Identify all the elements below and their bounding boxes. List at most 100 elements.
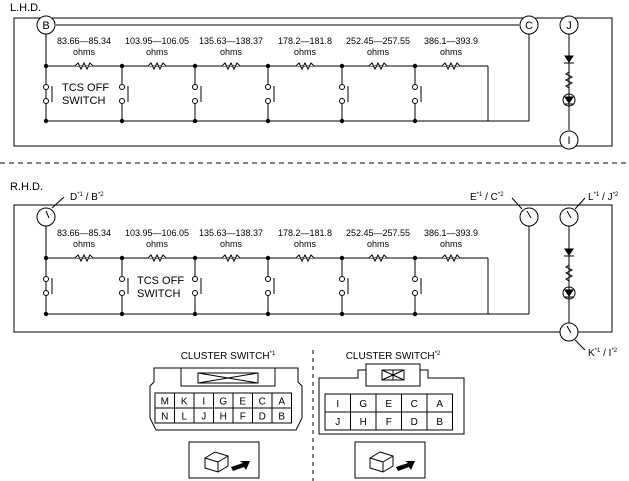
lhd-resistor-4 <box>293 61 317 71</box>
cluster-switch-1-pin-L: L <box>174 407 195 424</box>
rhd-tcs-label-1: TCS OFF <box>137 275 184 287</box>
svg-text:N: N <box>161 412 168 423</box>
svg-text:L: L <box>181 412 187 423</box>
rhd-resistor-value-2: 103.95—106.05 <box>125 228 189 238</box>
lhd-switch-6 <box>412 66 422 121</box>
lhd-title: L.H.D. <box>10 2 41 14</box>
lhd-terminal-i: I <box>559 130 579 150</box>
rhd-label-mid: E*1 / C*2 <box>470 192 504 203</box>
rhd-label-right-bottom: K*1 / I*2 <box>588 348 618 359</box>
cluster-switch-2-pin-F: F <box>375 411 402 431</box>
rhd-resistor-unit-6: ohms <box>440 239 463 249</box>
cluster-switch-2-pin-I: I <box>324 393 351 413</box>
svg-text:C: C <box>259 397 266 408</box>
lhd-resistor-unit-2: ohms <box>146 47 169 57</box>
lhd-indicator-circuit <box>562 55 576 107</box>
cluster-switch-1-title: CLUSTER SWITCH*1 <box>181 351 276 362</box>
svg-text:J: J <box>201 412 206 423</box>
rhd-resistor-unit-5: ohms <box>367 239 390 249</box>
lhd-switch-3 <box>192 66 202 121</box>
rhd-resistor-value-1: 83.66—85.34 <box>57 228 111 238</box>
rhd-terminal-mid <box>511 197 539 227</box>
rhd-resistor-value-4: 178.2—181.8 <box>278 228 332 238</box>
rhd-frame <box>13 204 613 333</box>
rhd-resistor-2 <box>145 253 169 263</box>
cluster-switch-1-pin-F: F <box>232 407 253 424</box>
lhd-terminal-j: J <box>559 15 579 35</box>
svg-text:H: H <box>220 412 227 423</box>
cluster-switch-1-pin-N: N <box>154 407 175 424</box>
lhd-switch-2 <box>119 66 129 121</box>
cluster-switch-1-pin-D: D <box>252 407 273 424</box>
svg-text:C: C <box>525 20 533 32</box>
rhd-switch-5 <box>339 258 349 314</box>
rhd-resistor-unit-2: ohms <box>146 239 169 249</box>
rhd-switch-1 <box>43 258 53 314</box>
lhd-resistor-unit-4: ohms <box>294 47 317 57</box>
cluster-switch-1-pin-C: C <box>252 392 273 409</box>
lhd-resistor-3 <box>219 61 243 71</box>
cluster-switch-1-pin-I: I <box>193 392 214 409</box>
lhd-resistor-value-2: 103.95—106.05 <box>125 36 189 46</box>
svg-text:F: F <box>386 417 392 428</box>
svg-text:B: B <box>42 20 49 32</box>
lhd-switch-1 <box>43 66 53 121</box>
rhd-resistor-value-3: 135.63—138.37 <box>199 228 263 238</box>
cluster-switch-2-pin-E: E <box>375 393 402 413</box>
lhd-resistor-5 <box>366 61 390 71</box>
rhd-resistor-network: 83.66—85.34ohms103.95—106.05ohms135.63—1… <box>43 228 478 317</box>
connector-view-icon-1 <box>188 441 260 479</box>
lhd-terminal-b: B <box>36 15 56 35</box>
svg-text:A: A <box>278 397 285 408</box>
svg-text:I: I <box>567 135 570 147</box>
svg-text:D: D <box>259 412 266 423</box>
rhd-terminal-right-top <box>559 197 586 227</box>
lhd-resistor-value-6: 386.1—393.9 <box>424 36 478 46</box>
cluster-switch-2-title: CLUSTER SWITCH*2 <box>346 351 441 362</box>
rhd-terminal-left <box>36 196 65 227</box>
rhd-switch-4 <box>265 258 275 314</box>
cluster-switch-2-pin-G: G <box>350 393 377 413</box>
rhd-resistor-value-5: 252.45—257.55 <box>346 228 410 238</box>
rhd-terminal-right-bottom <box>559 322 586 351</box>
lhd-switch-5 <box>339 66 349 121</box>
lhd-resistor-1 <box>72 61 96 71</box>
rhd-resistor-value-6: 386.1—393.9 <box>424 228 478 238</box>
lhd-resistor-value-3: 135.63—138.37 <box>199 36 263 46</box>
svg-text:A: A <box>436 399 443 410</box>
cluster-switch-2-pin-C: C <box>401 393 428 413</box>
rhd-resistor-6 <box>439 253 463 263</box>
svg-text:J: J <box>566 20 572 32</box>
svg-text:E: E <box>239 397 246 408</box>
lhd-tcs-label-2: SWITCH <box>62 95 105 107</box>
lhd-tcs-label-1: TCS OFF <box>62 82 109 94</box>
lhd-resistor-unit-1: ohms <box>73 47 96 57</box>
cluster-switch-1-pin-G: G <box>213 392 234 409</box>
rhd-label-left: D*1 / B*2 <box>70 192 104 203</box>
cluster-switch-1-pin-B: B <box>271 407 292 424</box>
connector-view-icon-2 <box>354 441 426 479</box>
rhd-resistor-unit-3: ohms <box>220 239 243 249</box>
rhd-resistor-5 <box>366 253 390 263</box>
cluster-switch-2-pin-B: B <box>426 411 453 431</box>
svg-text:C: C <box>411 399 418 410</box>
lhd-resistor-6 <box>439 61 463 71</box>
lhd-switch-4 <box>265 66 275 121</box>
svg-text:M: M <box>161 397 169 408</box>
svg-text:H: H <box>360 417 367 428</box>
rhd-resistor-4 <box>293 253 317 263</box>
svg-text:E: E <box>385 399 392 410</box>
cluster-switch-2-pin-H: H <box>350 411 377 431</box>
svg-text:I: I <box>202 397 205 408</box>
cluster-switch-2-pin-A: A <box>426 393 453 413</box>
rhd-indicator-circuit <box>562 248 576 300</box>
cluster-switch-1-pin-K: K <box>174 392 195 409</box>
svg-text:B: B <box>278 412 285 423</box>
svg-text:I: I <box>336 399 339 410</box>
svg-text:G: G <box>219 397 227 408</box>
rhd-label-right-top: L*1 / J*2 <box>588 192 619 203</box>
rhd-switch-2 <box>119 258 129 314</box>
